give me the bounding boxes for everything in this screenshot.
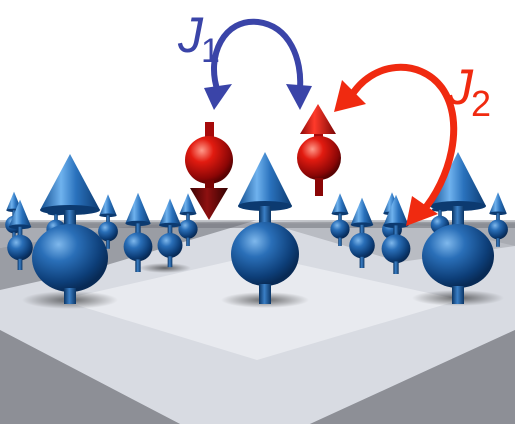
j2-arrowhead-bottom-icon [406,196,438,226]
blue-spin-left [32,154,108,304]
j1-label: J1 [177,7,220,70]
j2-exchange-arrow [346,63,458,216]
mid-blue-spins [7,192,411,274]
j1-exchange-arrow [211,18,304,95]
j2-arrowhead-top-icon [334,80,366,112]
j2-label: J2 [447,59,491,124]
red-spin-up [297,104,341,196]
near-blue-spins [22,152,504,309]
red-spin-down [185,122,233,220]
blue-spin-center [231,152,299,304]
j1-arrowhead-right-icon [286,84,312,110]
j1-arrowhead-left-icon [204,84,232,110]
blue-spin-right [422,152,494,304]
